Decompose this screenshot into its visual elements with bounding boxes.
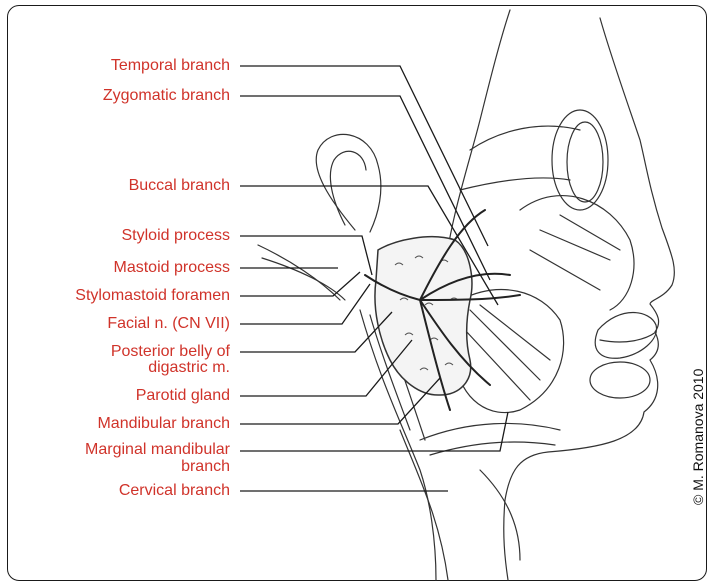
label-temporal-branch: Temporal branch <box>111 57 230 74</box>
label-posterior-belly-line1: Posterior belly of <box>111 343 230 360</box>
label-marginal-line1: Marginal mandibular <box>85 441 230 458</box>
label-mandibular-branch: Mandibular branch <box>97 415 230 432</box>
copyright-text: © M. Romanova 2010 <box>690 369 706 505</box>
face-profile <box>504 18 675 580</box>
label-posterior-belly-line2: digastric m. <box>148 359 230 376</box>
label-parotid-gland: Parotid gland <box>136 387 230 404</box>
label-stylomastoid-foramen: Stylomastoid foramen <box>75 287 230 304</box>
label-facial-nerve: Facial n. (CN VII) <box>107 315 230 332</box>
label-marginal-line2: branch <box>181 458 230 475</box>
label-buccal-branch: Buccal branch <box>129 177 230 194</box>
mouth <box>595 313 656 359</box>
label-cervical-branch: Cervical branch <box>119 482 230 499</box>
leader-posterior-belly <box>240 312 392 352</box>
leader-stylomastoid <box>240 272 360 296</box>
leader-facial <box>240 284 370 324</box>
leader-styloid <box>240 236 372 275</box>
label-styloid-process: Styloid process <box>122 227 231 244</box>
leader-temporal <box>240 66 488 246</box>
ear-outline <box>316 134 381 232</box>
label-mastoid-process: Mastoid process <box>114 259 231 276</box>
leader-marginal <box>240 412 508 451</box>
label-zygomatic-branch: Zygomatic branch <box>103 87 230 104</box>
